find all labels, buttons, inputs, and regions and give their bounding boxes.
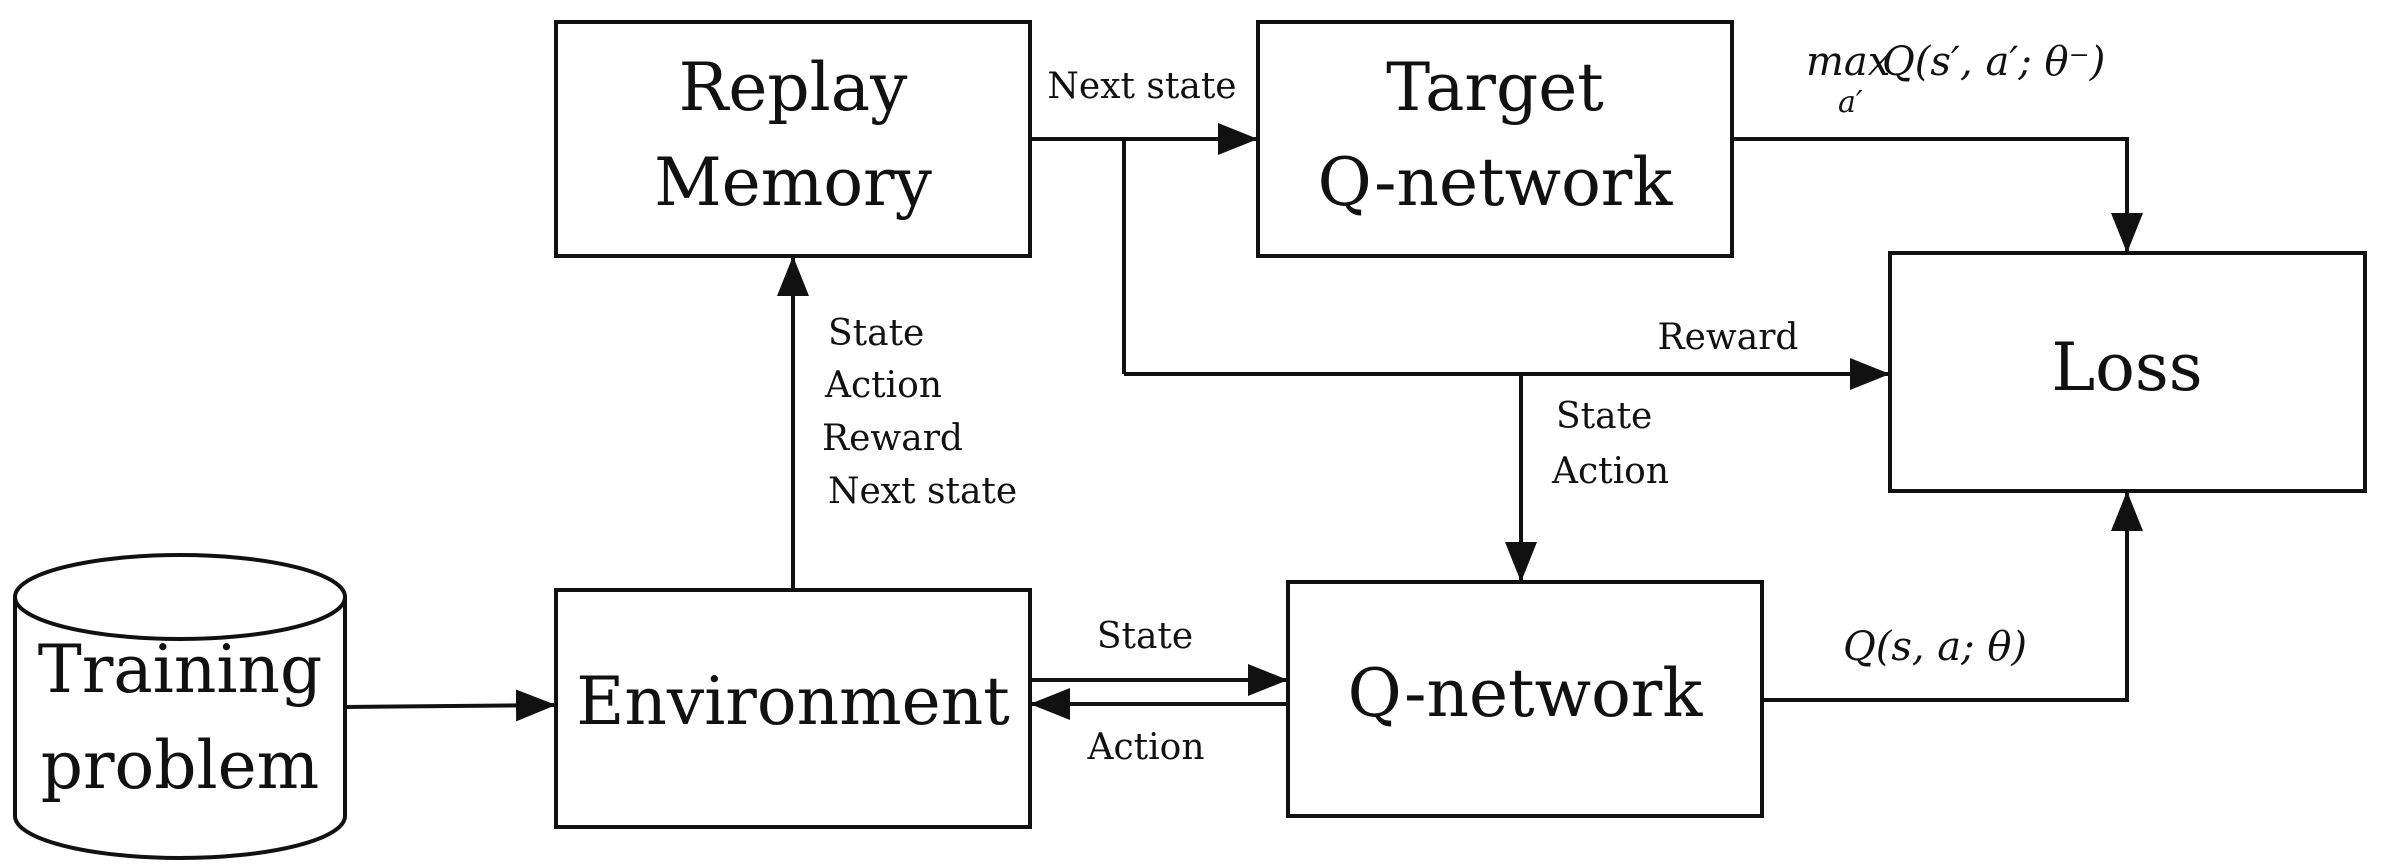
edge-label-env-memory-next-state: Next state [828, 471, 1017, 512]
replay-memory-label-line1: Replay [679, 49, 908, 126]
training-problem-label-line1: Training [38, 631, 322, 708]
edge-label-reward: Reward [1658, 317, 1799, 358]
arrow-q-network-to-loss [1762, 491, 2143, 702]
environment-box: Environment [554, 588, 1032, 829]
target-network-label-line2: Q-network [1318, 144, 1674, 221]
edge-label-env-memory-state: State [828, 313, 924, 354]
target-network-label-line1: Target [1386, 49, 1604, 126]
edge-label-next-state-top: Next state [1047, 66, 1236, 107]
replay-memory-box: Replay Memory [554, 20, 1032, 258]
q-network-box: Q-network [1286, 580, 1764, 818]
formula-max-subscript: a′ [1838, 85, 1863, 120]
q-network-label: Q-network [1348, 655, 1704, 732]
formula-max: max [1806, 39, 1890, 85]
edge-label-env-memory-reward: Reward [822, 418, 963, 459]
training-problem-label-line2: problem [41, 727, 320, 804]
formula-target-q: Q(s′, a′; θ⁻) [1882, 39, 2105, 85]
replay-memory-label-line2: Memory [654, 144, 933, 221]
arrow-target-to-loss [1732, 137, 2143, 253]
edge-label-state: State [1097, 616, 1193, 657]
loss-box: Loss [1888, 251, 2367, 493]
edge-label-action-to-q: Action [1551, 451, 1669, 492]
loss-label: Loss [2051, 329, 2202, 406]
environment-label: Environment [576, 663, 1010, 740]
target-formula: max a′ Q(s′, a′; θ⁻) [1806, 39, 2105, 120]
edge-label-action: Action [1087, 727, 1205, 768]
arrow-training-to-environment [344, 689, 557, 722]
formula-q-sa-theta: Q(s, a; θ) [1843, 624, 2027, 670]
edge-label-env-memory-action: Action [824, 365, 942, 406]
training-problem-database: Training problem [13, 553, 347, 860]
target-q-network-box: Target Q-network [1256, 20, 1734, 258]
edge-label-state-to-q: State [1556, 396, 1652, 437]
